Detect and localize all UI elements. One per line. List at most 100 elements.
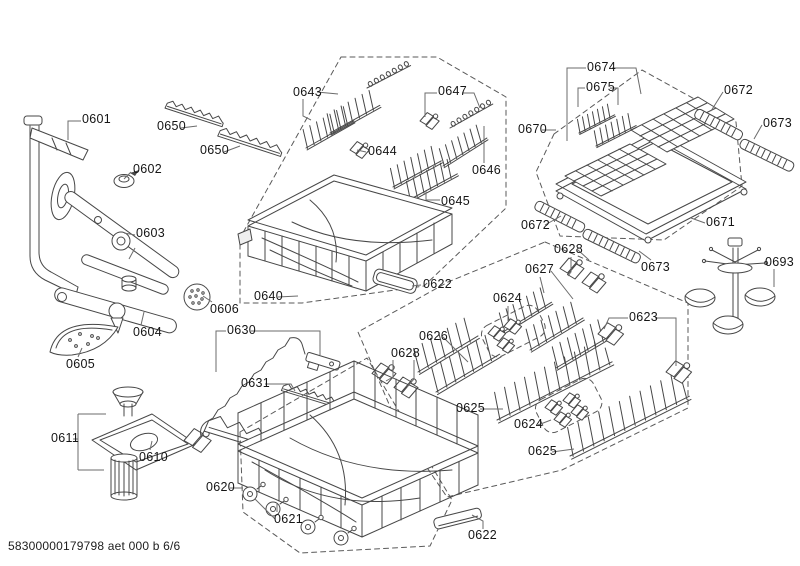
leader-line-0673-bottom: [638, 250, 652, 261]
leader-line-0631: [265, 383, 296, 392]
part-art-0693: [685, 238, 775, 334]
leader-line-0628-right: [577, 249, 590, 261]
leader-line-0643: [316, 91, 339, 95]
leader-line-0675: [610, 87, 619, 105]
part-art-0673: [582, 138, 796, 264]
part-label-0670: 0670: [518, 122, 548, 136]
part-label-0640: 0640: [254, 289, 284, 303]
leader-line-0610: [149, 440, 153, 451]
leader-line-0674: [612, 67, 642, 95]
leader-line-0605: [77, 347, 83, 358]
part-label-0674: 0674: [587, 60, 617, 74]
leader-line-0650-1: [180, 125, 198, 129]
leader-line-0672-bottom: [544, 215, 562, 226]
leader-line-0625-right: [551, 448, 575, 453]
part-art-0606: [184, 284, 210, 310]
leader-line-0601: [67, 120, 81, 140]
part-label-0622-upper: 0622: [423, 277, 453, 291]
part-label-0625-right: 0625: [528, 444, 558, 458]
part-label-0646: 0646: [472, 163, 502, 177]
part-label-0604: 0604: [133, 325, 163, 339]
part-art-0604: [53, 286, 178, 334]
part-label-0602: 0602: [133, 162, 163, 176]
part-art-0602: [114, 170, 139, 188]
leader-line-0602: [123, 171, 132, 180]
leader-line-0673-top: [753, 124, 763, 140]
part-art-0630: [201, 338, 341, 436]
part-label-0631: 0631: [241, 376, 271, 390]
part-label-0601: 0601: [82, 112, 112, 126]
leader-line-0640: [277, 295, 299, 298]
leader-line-0630: [215, 330, 226, 372]
leader-line-0627: [539, 276, 545, 294]
leader-line-0626: [442, 336, 469, 363]
part-label-0605: 0605: [66, 357, 96, 371]
part-label-0693: 0693: [765, 255, 795, 269]
leader-line-0604: [140, 311, 145, 326]
part-label-0623: 0623: [629, 310, 659, 324]
part-label-0672-bottom: 0672: [521, 218, 551, 232]
part-art-0674: [565, 97, 734, 196]
part-label-0606: 0606: [210, 302, 240, 316]
part-label-0611: 0611: [51, 431, 80, 445]
part-label-0620: 0620: [206, 480, 236, 494]
leader-line-0624-lower: [537, 419, 552, 426]
part-label-0624-lower: 0624: [514, 417, 544, 431]
leader-line-0647: [462, 92, 481, 109]
leader-line-0623: [603, 317, 628, 330]
part-label-0626: 0626: [419, 329, 449, 343]
leader-line-0628-left: [406, 360, 415, 388]
part-label-0673-bottom: 0673: [641, 260, 671, 274]
part-label-0603: 0603: [136, 226, 166, 240]
leader-line-0603: [128, 247, 136, 260]
part-art-0640: [238, 175, 452, 291]
part-label-0624-upper: 0624: [493, 291, 523, 305]
leader-line-0603: [123, 232, 136, 236]
part-label-0650-1: 0650: [157, 119, 187, 133]
leader-line-0630: [251, 330, 321, 355]
leader-line-0606: [202, 295, 213, 303]
part-art-0622-lower: [433, 507, 482, 529]
leader-line-0672-top: [710, 91, 724, 112]
part-label-0628-left: 0628: [391, 346, 421, 360]
leader-line-0628-right: [567, 257, 572, 277]
part-label-0643: 0643: [293, 85, 323, 99]
part-label-0610: 0610: [139, 450, 169, 464]
leader-line-0622-upper: [411, 284, 422, 287]
part-art-0620: [238, 361, 478, 537]
leader-line-0622-lower: [471, 514, 484, 529]
part-label-0650-2: 0650: [200, 143, 230, 157]
lower-basket-outline: [240, 358, 452, 553]
leader-line-0647: [424, 92, 437, 117]
leader-line-0644: [356, 149, 367, 153]
part-art-0603: [47, 170, 181, 295]
part-label-0645: 0645: [441, 194, 471, 208]
part-art-0611-0610: [92, 387, 213, 500]
part-label-0675: 0675: [586, 80, 616, 94]
leader-line-0643: [302, 99, 312, 121]
part-art-0622-upper: [372, 268, 418, 295]
part-label-0621: 0621: [274, 512, 304, 526]
part-label-0625-left: 0625: [456, 401, 486, 415]
leader-line-0621: [254, 498, 276, 520]
leader-line-0674: [566, 67, 586, 141]
part-label-0644: 0644: [368, 144, 398, 158]
leader-line-0650-2: [223, 145, 241, 153]
part-label-0630: 0630: [227, 323, 257, 337]
leader-line-0675: [577, 87, 585, 107]
upper-rack-kit-outline: [240, 57, 506, 303]
leader-line-0628-left: [385, 360, 394, 382]
part-label-0672-top: 0672: [724, 83, 754, 97]
part-label-0673-top: 0673: [763, 116, 793, 130]
part-art-0624: [478, 302, 605, 436]
part-art-0605: [50, 324, 118, 355]
leader-line-0627: [550, 270, 574, 300]
lower-tine-kit-outline: [358, 242, 688, 497]
leader-line-0671: [690, 217, 706, 224]
leader-line-0623: [655, 317, 677, 366]
diagram-footer-code: 58300000179798 aet 000 b 6/6: [8, 539, 181, 553]
leader-line-0645: [425, 191, 440, 201]
